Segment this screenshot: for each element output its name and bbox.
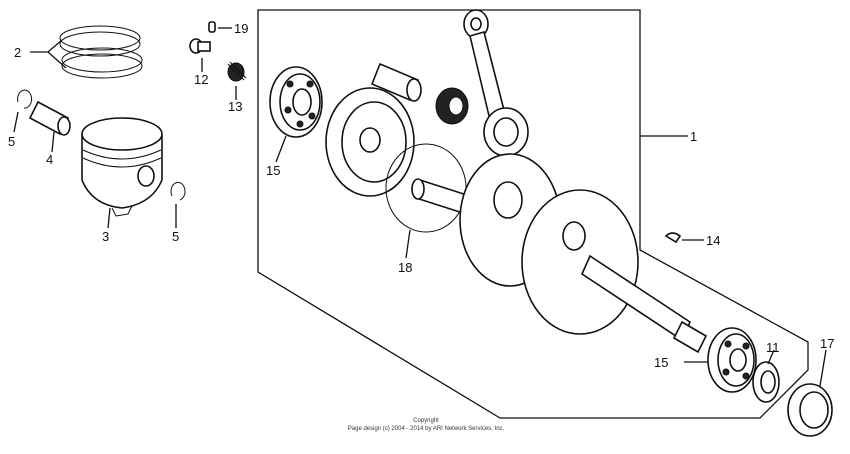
circlip-right — [170, 181, 186, 201]
piston-pin — [28, 100, 71, 136]
lock-washer — [752, 361, 780, 403]
label-part-18: 18 — [398, 260, 412, 275]
bolt-12 — [189, 38, 211, 54]
label-part-2: 2 — [14, 45, 21, 60]
spring-13 — [227, 61, 247, 82]
label-part-4: 4 — [46, 152, 53, 167]
label-part-12: 12 — [194, 72, 208, 87]
label-part-15-upper: 15 — [266, 163, 280, 178]
connecting-rod — [463, 9, 529, 157]
crankshaft-assembly-outline — [257, 9, 809, 419]
needle-bearing — [435, 87, 469, 125]
label-part-5-left: 5 — [8, 134, 15, 149]
label-part-13: 13 — [228, 99, 242, 114]
label-part-5-right: 5 — [172, 229, 179, 244]
label-part-11: 11 — [766, 340, 780, 355]
label-part-19: 19 — [234, 21, 248, 36]
copyright-text: Page design (c) 2004 - 2014 by ARI Netwo… — [348, 426, 505, 432]
bearing-lower — [707, 327, 757, 393]
woodruff-key — [664, 232, 682, 244]
label-part-14: 14 — [706, 233, 720, 248]
crankshaft — [411, 153, 708, 354]
circlip-left — [17, 89, 33, 109]
bearing-upper — [269, 66, 323, 138]
label-part-17: 17 — [820, 336, 834, 351]
label-part-1: 1 — [690, 129, 697, 144]
oil-plug-19 — [208, 21, 216, 33]
copyright-title: Copyright — [413, 418, 439, 424]
label-part-15-lower: 15 — [654, 355, 668, 370]
oil-seal — [787, 383, 833, 437]
label-part-3: 3 — [102, 229, 109, 244]
left-crank-web — [325, 87, 415, 197]
piston-rings — [59, 25, 143, 79]
piston — [81, 117, 163, 217]
crank-pin — [370, 62, 422, 102]
